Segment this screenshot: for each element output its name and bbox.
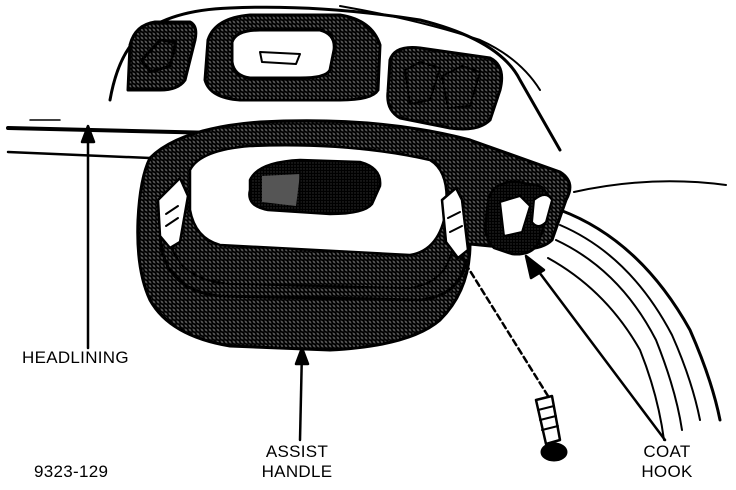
- coat-hook-leader: [528, 258, 667, 442]
- upper-trim-panel: [108, 5, 562, 152]
- door-frame: [547, 180, 727, 441]
- assist-handle-label-line2: HANDLE: [261, 462, 333, 481]
- coat-hook-label: COAT HOOK: [622, 442, 712, 482]
- coat-hook-label-line1: COAT: [643, 442, 691, 461]
- assist-handle: [136, 119, 572, 352]
- figure-number: 9323-129: [34, 462, 109, 481]
- assist-handle-label: ASSIST HANDLE: [242, 442, 352, 482]
- coat-hook-arrowhead: [524, 254, 546, 280]
- headlining-label: HEADLINING: [22, 348, 129, 367]
- coat-hook: [484, 180, 553, 256]
- assist-handle-label-line1: ASSIST: [265, 442, 329, 461]
- screw: [534, 394, 568, 462]
- assist-handle-arrowhead: [294, 346, 310, 366]
- screw-leader: [460, 256, 550, 398]
- coat-hook-label-line2: HOOK: [641, 462, 693, 481]
- leader-lines: [80, 124, 667, 442]
- headlining-arrowhead: [80, 124, 96, 144]
